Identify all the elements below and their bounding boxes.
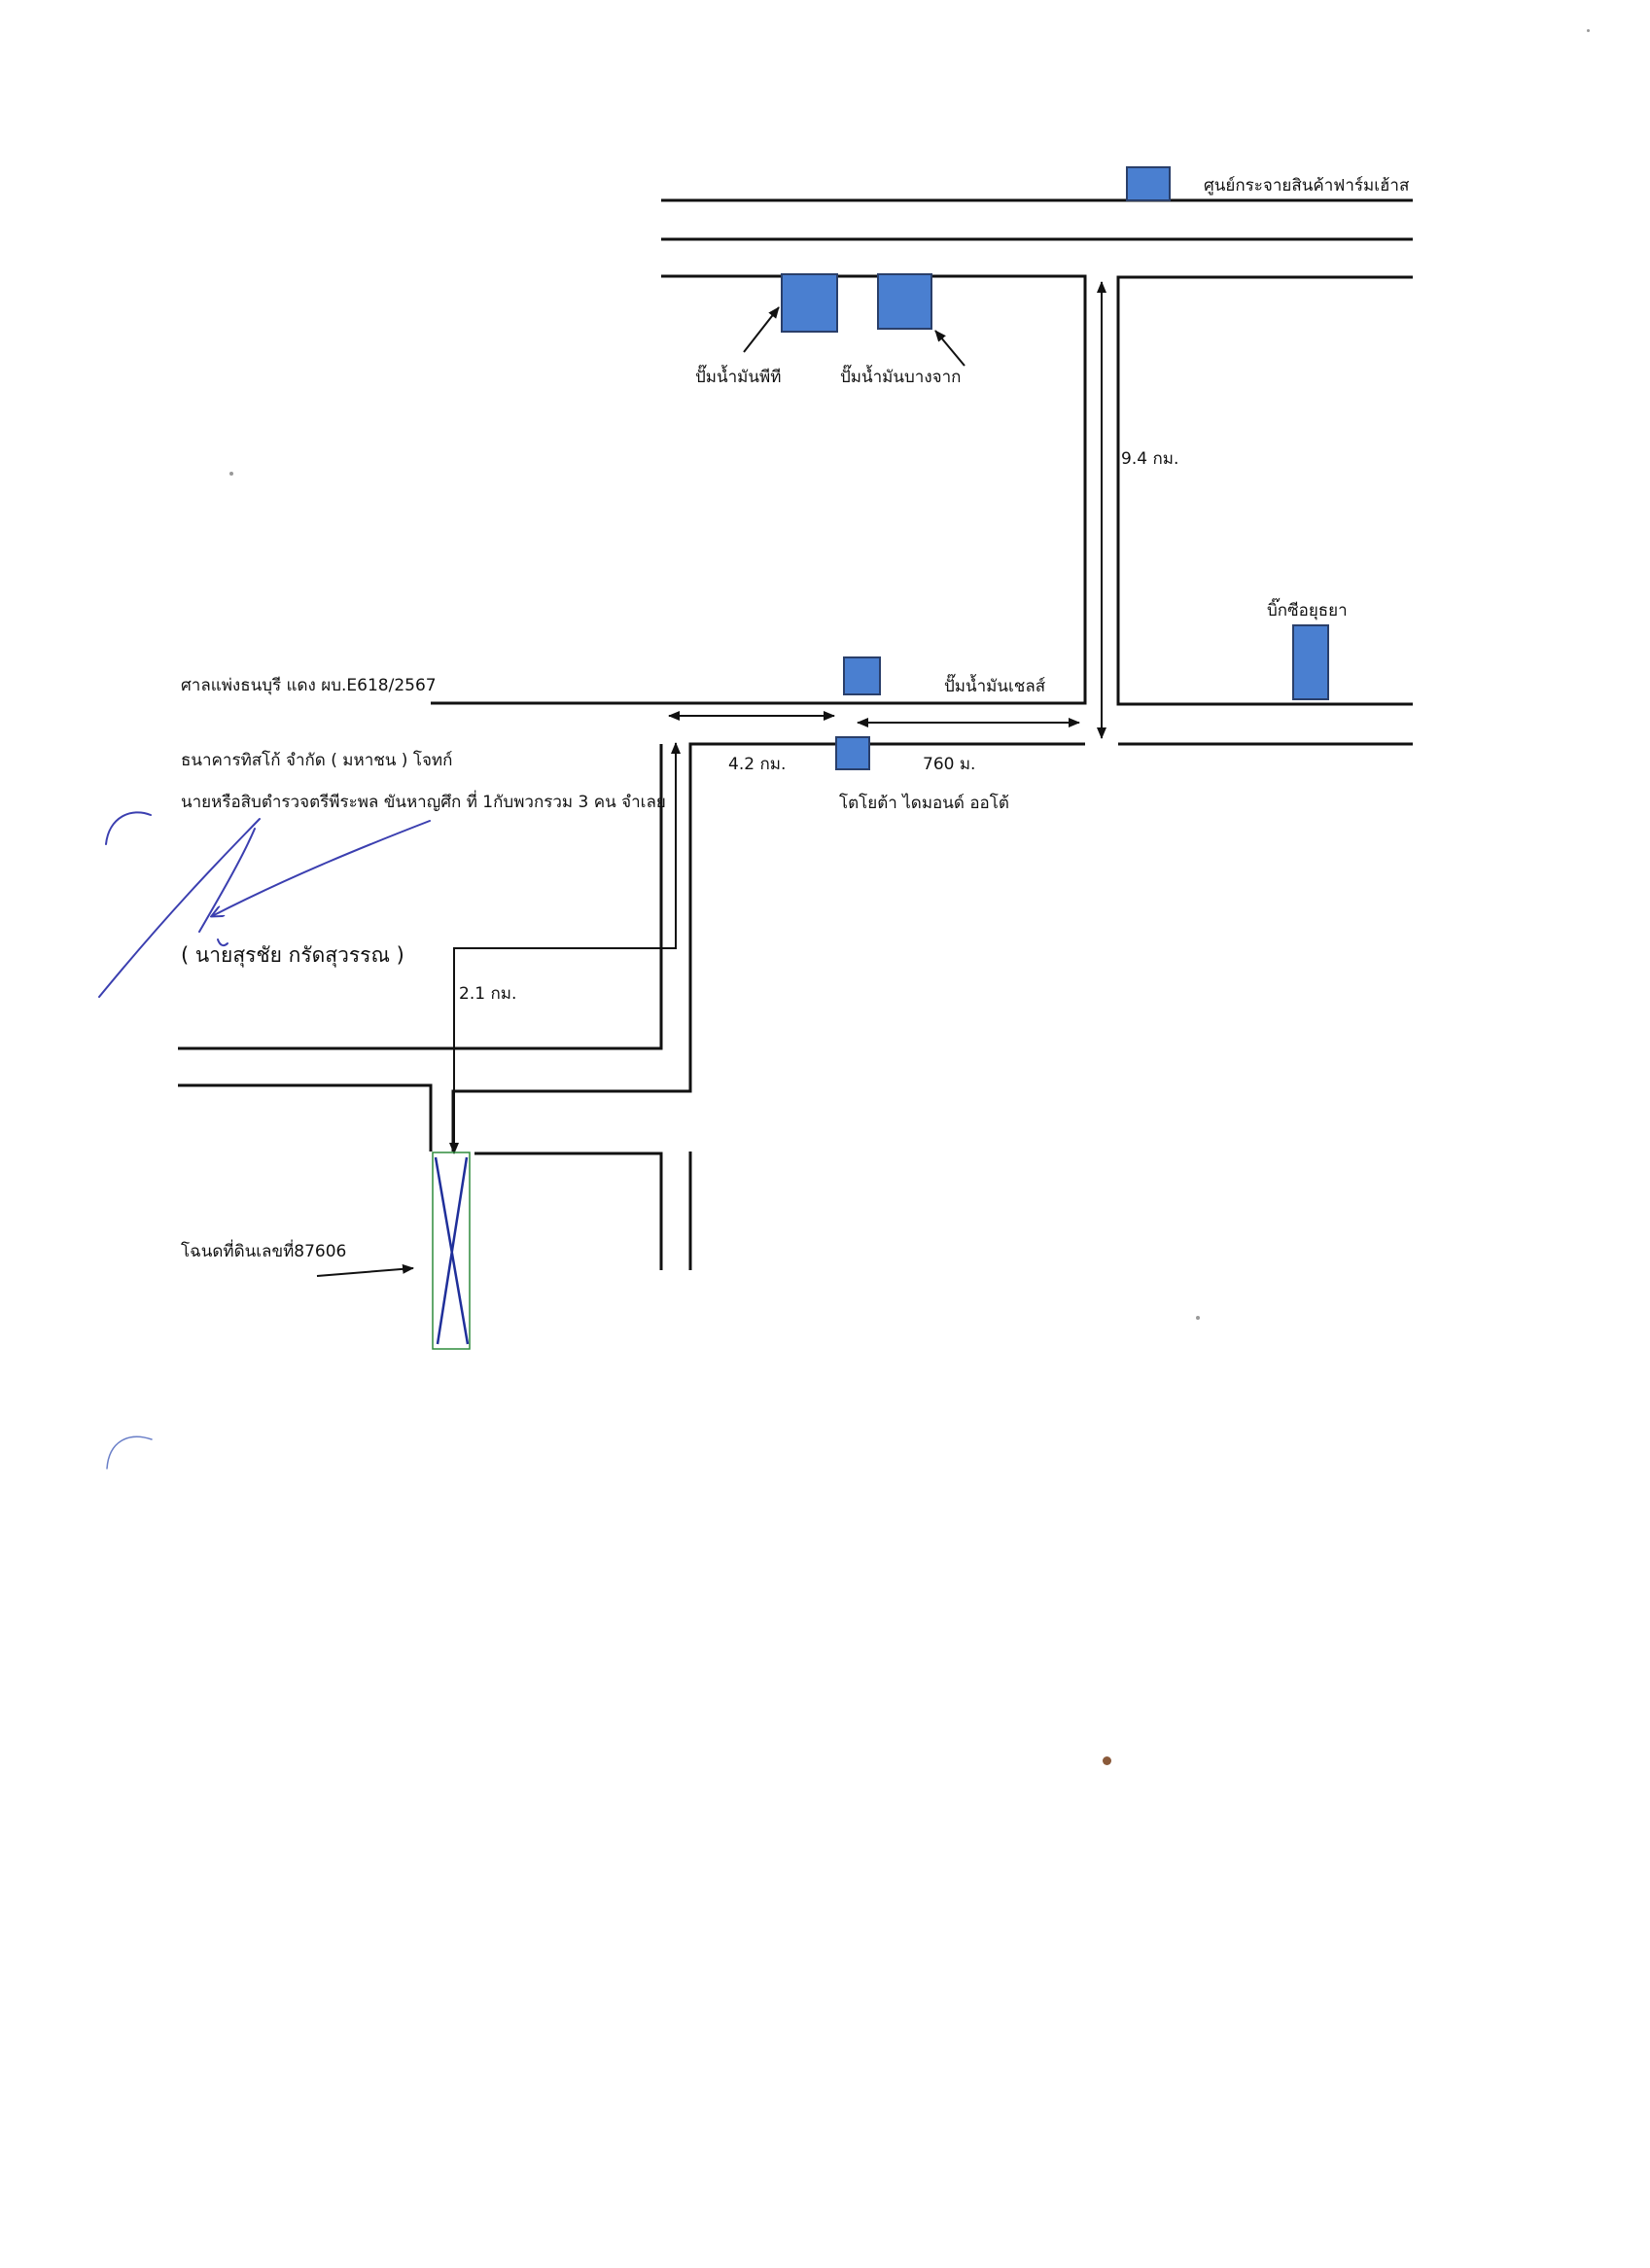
court-case-label: ศาลแพ่งธนบุรี แดง ผบ.E618/2567 (181, 676, 437, 695)
scan-speck (1196, 1316, 1200, 1320)
pt-station-box (781, 273, 838, 333)
scan-speck (1587, 29, 1590, 32)
deed-pointer-arrow (316, 1263, 414, 1277)
bangchak-station-label: ปั๊มน้ำมันบางจาก (840, 368, 962, 387)
distance-arrows (449, 281, 1106, 1154)
landmark-boxes (781, 166, 1329, 770)
signer-name: ( นายสุรชัย กรัดสุวรรณ ) (181, 943, 404, 967)
bangchak-pointer-arrow (934, 330, 965, 367)
plaintiff-label: ธนาคารทิสโก้ จำกัด ( มหาชน ) โจทก์ (181, 751, 453, 770)
scan-speck (1103, 1756, 1111, 1765)
signature-tick (217, 939, 228, 947)
roads (178, 198, 1413, 1270)
big-c-label: บิ๊กซีอยุธยา (1267, 601, 1348, 620)
signature-hook (105, 811, 152, 845)
toyota-label: โตโยต้า ไดมอนด์ ออโต้ (839, 794, 1009, 813)
land-plot-outline (432, 1152, 471, 1350)
vertical-distance-label: 9.4 กม. (1121, 449, 1179, 469)
upper-highway-south-edge-west (431, 274, 1087, 705)
signature-marks (98, 811, 431, 1470)
lower-road-north-edge (178, 1083, 433, 1152)
farm-center-label: ศูนย์กระจายสินค้าฟาร์มเฮ้าส (1204, 176, 1410, 195)
bangchak-station-box (877, 273, 932, 330)
pointer-arrows (316, 306, 965, 1277)
upper-highway-south-edge-east (1116, 275, 1413, 706)
toyota-box (835, 736, 870, 770)
west-distance-label: 4.2 กม. (728, 755, 787, 774)
land-plot-cross-2 (436, 1156, 469, 1345)
land-deed-label: โฉนดที่ดินเลขที่87606 (181, 1242, 347, 1261)
signature-arrow (212, 820, 431, 916)
pt-station-label: ปั๊มน้ำมันพีที (695, 368, 782, 387)
side-road-distance-label: 2.1 กม. (459, 984, 517, 1004)
signature-stroke-1 (98, 818, 261, 998)
land-plot (432, 1152, 471, 1350)
signature-stroke-2 (198, 828, 256, 933)
shell-station-label: ปั๊มน้ำมันเชลส์ (944, 677, 1046, 696)
farm-center-box (1126, 166, 1171, 201)
margin-hook (106, 1435, 153, 1470)
scan-speck (229, 472, 233, 476)
defendants-label: นายหรือสิบตำรวจตรีพีระพล ขันหาญศึก ที่ 1… (181, 793, 666, 812)
pt-pointer-arrow (743, 306, 780, 353)
lower-road-south-edge (474, 1152, 663, 1270)
big-c-box (1292, 624, 1329, 700)
route-arrow (449, 742, 681, 1154)
shell-station-box (843, 656, 881, 695)
east-distance-label: 760 ม. (923, 755, 976, 774)
